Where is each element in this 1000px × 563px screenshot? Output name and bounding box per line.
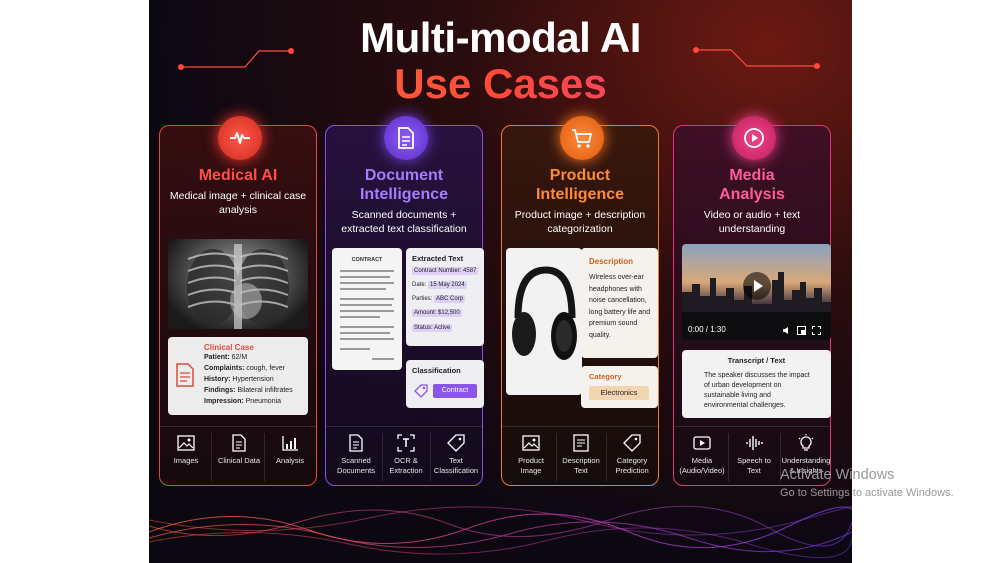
feature-scanned-documents: Scanned Documents — [332, 427, 380, 487]
image-icon — [522, 435, 540, 451]
feature-description-text: Description Text — [558, 427, 604, 487]
category-value: Electronics — [589, 386, 649, 400]
clinical-line-findings: Findings: Bilateral infiltrates — [204, 387, 293, 394]
text-lines-icon — [573, 434, 589, 452]
feature-analysis: Analysis — [268, 427, 312, 487]
card-icon-row: Images Clinical Data Analysis — [160, 426, 316, 486]
feature-category-prediction: Category Prediction — [608, 427, 656, 487]
feature-media: Media (Audio/Video) — [678, 427, 726, 487]
extracted-text-panel: Extracted Text Contract Number: 4587 Dat… — [406, 248, 484, 346]
shopping-cart-icon — [560, 116, 604, 160]
card-subtitle: Product image + description categorizati… — [514, 209, 646, 235]
play-button-icon[interactable] — [742, 271, 772, 301]
transcript-panel: Transcript / Text The speaker discusses … — [682, 350, 831, 418]
headphones-product-image — [506, 248, 582, 395]
poster-title: Multi-modal AI — [360, 14, 641, 61]
pip-icon[interactable] — [797, 326, 806, 335]
clinical-line-history: History: Hypertension — [204, 376, 274, 383]
decorative-connector-right — [693, 47, 820, 69]
card-icon-row: Scanned Documents OCR & Extraction Text … — [326, 426, 482, 486]
feature-speech-to-text: Speech to Text — [730, 427, 778, 487]
image-icon — [177, 435, 195, 451]
tag-icon — [447, 434, 465, 452]
feature-product-image: Product Image — [508, 427, 554, 487]
clinical-line-patient: Patient: 62/M — [204, 354, 248, 361]
document-icon — [176, 363, 194, 387]
audio-waveform-icon — [746, 436, 763, 450]
volume-icon[interactable] — [782, 326, 791, 335]
clinical-line-impression: Impression: Pneumonia — [204, 398, 282, 405]
field-date: Date: 15 May 2024 — [412, 281, 467, 289]
video-play-icon — [693, 436, 711, 450]
card-icon-row: Media (Audio/Video) Speech to Text Under… — [674, 426, 830, 486]
card-subtitle: Video or audio + text understanding — [703, 209, 801, 235]
card-subtitle: Scanned documents + extracted text class… — [341, 209, 467, 235]
heartbeat-icon — [218, 116, 262, 160]
clinical-line-complaints: Complaints: cough, fever — [204, 365, 285, 372]
description-text: Wireless over-ear headphones with noise … — [589, 274, 651, 339]
feature-ocr-extraction: OCR & Extraction — [384, 427, 428, 487]
document-icon — [349, 434, 363, 452]
activate-windows-hint: Go to Settings to activate Windows. — [780, 487, 954, 499]
poster-subtitle: Use Cases — [149, 60, 852, 108]
card-icon-row: Product Image Description Text Category … — [502, 426, 658, 486]
chest-xray-image — [168, 239, 308, 329]
feature-images: Images — [166, 427, 206, 487]
field-amount: Amount: $12,500 — [412, 309, 462, 317]
transcript-text: The speaker discusses the impact of urba… — [704, 372, 810, 409]
card-medical-ai: Medical AI Medical image + clinical case… — [159, 116, 317, 486]
bar-chart-icon — [282, 436, 298, 451]
scanned-contract-image: CONTRACT — [332, 248, 402, 370]
decorative-waves — [149, 505, 852, 559]
feature-clinical-data: Clinical Data — [215, 427, 263, 487]
feature-understanding-insights: Understanding & Insights — [780, 427, 832, 487]
clinical-case-panel: Clinical Case Patient: 62/M Complaints: … — [168, 337, 308, 415]
field-status: Status: Active — [412, 324, 453, 332]
activate-windows-watermark: Activate Windows — [780, 467, 895, 483]
infographic-poster: Multi-modal AI Use Cases Medical AI Medi… — [149, 0, 852, 563]
feature-text-classification: Text Classification — [432, 427, 480, 487]
tag-icon — [623, 434, 641, 452]
video-player[interactable]: 0:00 / 1:30 — [682, 244, 831, 340]
description-panel: Description Wireless over-ear headphones… — [581, 248, 658, 358]
tag-icon — [414, 384, 428, 398]
document-icon — [232, 434, 246, 452]
ocr-scan-icon — [397, 434, 415, 452]
classification-value: Contract — [433, 384, 477, 398]
card-subtitle: Medical image + clinical case analysis — [169, 190, 307, 216]
document-icon — [384, 116, 428, 160]
clinical-case-heading: Clinical Case — [204, 343, 254, 352]
card-title: Medical AI — [198, 167, 278, 184]
field-contract-number: Contract Number: 4587 — [412, 267, 479, 275]
category-panel: Category Electronics — [581, 366, 658, 408]
field-parties: Parties: ABC Corp — [412, 295, 466, 303]
classification-panel: Classification Contract — [406, 360, 484, 408]
fullscreen-icon[interactable] — [812, 326, 821, 335]
play-circle-icon — [732, 116, 776, 160]
decorative-connector-left — [178, 48, 294, 70]
lightbulb-icon — [798, 434, 814, 451]
player-time: 0:00 / 1:30 — [688, 325, 726, 334]
